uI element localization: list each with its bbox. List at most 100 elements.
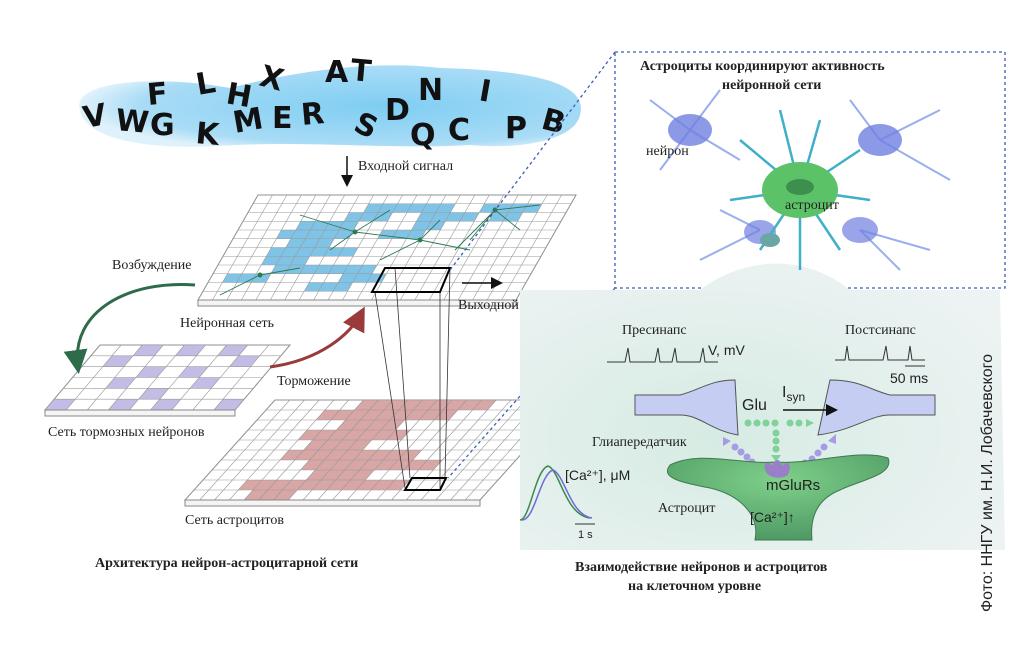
grid-cell-active xyxy=(351,420,375,430)
grid-cell-active xyxy=(305,230,325,239)
grid-cell-active xyxy=(357,265,377,274)
grid-cell-active xyxy=(138,388,169,400)
mglur-receptor xyxy=(764,460,790,478)
grid-cell-active xyxy=(443,400,467,410)
grid-cell-active xyxy=(261,256,281,265)
grid-cell-active xyxy=(295,221,316,230)
grid-cell-active xyxy=(321,470,345,480)
grid-cell-active xyxy=(324,247,344,257)
grid-cell-active xyxy=(310,221,330,230)
grid-edge xyxy=(197,299,517,307)
grid-cell-active xyxy=(280,450,304,460)
grid-cell-active xyxy=(314,238,335,248)
grid-cell-active xyxy=(374,460,398,470)
grid-cell-active xyxy=(306,470,330,480)
input-letter: W xyxy=(114,103,150,141)
grid-cell-active xyxy=(285,238,306,248)
grid-cell-active xyxy=(276,230,296,239)
grid-cell-active xyxy=(353,450,378,460)
right-caption-line2: на клеточном уровне xyxy=(628,579,761,594)
grid-cell-active xyxy=(406,230,426,239)
grid-cell-active xyxy=(267,480,292,490)
grid-cell-active xyxy=(411,221,431,230)
grid-cell-active xyxy=(282,480,307,490)
astrocyte-network-grid xyxy=(183,399,572,507)
calcium-trace-blue xyxy=(521,469,593,521)
grid-cell-active xyxy=(285,265,305,274)
grid-cell-active xyxy=(102,355,134,367)
one-second-label: 1 s xyxy=(578,529,593,541)
grid-cell-active xyxy=(333,282,353,292)
grid-cell-active xyxy=(358,212,379,222)
grid-cell-active xyxy=(45,399,76,410)
grid-cell-active xyxy=(352,273,372,283)
grid-cell-active xyxy=(295,247,315,257)
grid-edge xyxy=(184,499,481,507)
grid-cell-active xyxy=(294,450,319,460)
grid-cell-active xyxy=(344,460,369,470)
grid-cell-active xyxy=(392,203,412,213)
grid-cell-active xyxy=(472,400,497,410)
grid-cell-active xyxy=(316,410,340,420)
grid-cell-active xyxy=(309,450,334,460)
grid-cell-active xyxy=(384,400,408,410)
right-caption-line1: Взаимодействие нейронов и астроцитов xyxy=(575,560,828,575)
grid-cell-active xyxy=(330,460,354,470)
grid-cell-active xyxy=(217,345,248,356)
postsynaptic-trace xyxy=(835,345,925,361)
grid-cell-active xyxy=(328,265,349,274)
grid-cell-active xyxy=(338,273,358,283)
grid-cell-active xyxy=(413,400,438,410)
grid-cell-active xyxy=(312,480,336,490)
isyn-label: Isyn xyxy=(782,384,805,404)
input-letter: T xyxy=(349,53,373,90)
neural-network-grid xyxy=(197,194,577,307)
input-signal-label: Входной сигнал xyxy=(358,159,453,174)
inhibitory-network-label: Сеть тормозных нейронов xyxy=(48,425,205,440)
time-scale-label: 50 ms xyxy=(890,370,928,386)
neuron-label: нейрон xyxy=(646,144,689,159)
grid-cell-active xyxy=(326,480,351,490)
glu-label: Glu xyxy=(742,397,767,414)
input-cloud xyxy=(79,65,581,147)
grid-cell-active xyxy=(369,400,393,410)
grid-cell-active xyxy=(175,345,206,356)
grid-cell-active xyxy=(403,460,428,470)
input-letter: G xyxy=(150,108,175,143)
grid-cell-active xyxy=(236,273,257,283)
presynapse-label: Пресинапс xyxy=(622,323,687,338)
grid-cell-active xyxy=(290,230,311,239)
grid-cell-active xyxy=(373,212,393,222)
grid-cell-active xyxy=(318,282,339,292)
grid-cell-active xyxy=(383,450,407,460)
inhibition-arrow xyxy=(269,306,365,369)
grid-cell-active xyxy=(345,410,370,420)
grid-cell-active xyxy=(315,460,339,470)
calcium-up-label: [Ca²⁺]↑ xyxy=(750,509,795,525)
grid-cell-active xyxy=(343,265,363,274)
astrocyte-label: астроцит xyxy=(785,198,839,213)
grid-cell-active xyxy=(339,221,359,230)
grid-cell-active xyxy=(348,440,372,450)
grid-cell-active xyxy=(335,470,360,480)
input-letter: P xyxy=(505,111,527,146)
grid-cell-active xyxy=(385,480,410,490)
neuron-connections xyxy=(219,204,541,296)
input-letter: A xyxy=(325,55,349,90)
grid-cell-active xyxy=(330,410,355,420)
input-letter: C xyxy=(448,113,470,148)
grid-cell-active xyxy=(253,480,277,490)
presynaptic-trace xyxy=(607,347,718,363)
grid-cell-active xyxy=(366,420,390,430)
input-letter: D xyxy=(385,93,410,128)
input-letter: R xyxy=(300,96,326,133)
grid-cell-active xyxy=(300,238,320,248)
input-letter: K xyxy=(194,116,222,153)
inhibitory-network-grid xyxy=(43,344,292,417)
grid-cell-active xyxy=(419,410,443,420)
top-panel-title-line1: Астроциты координируют активность xyxy=(640,59,885,74)
grid-cell-active xyxy=(266,247,286,257)
grid-cell-active xyxy=(324,450,348,460)
grid-cell-active xyxy=(488,212,509,222)
excitation-label: Возбуждение xyxy=(112,258,191,273)
